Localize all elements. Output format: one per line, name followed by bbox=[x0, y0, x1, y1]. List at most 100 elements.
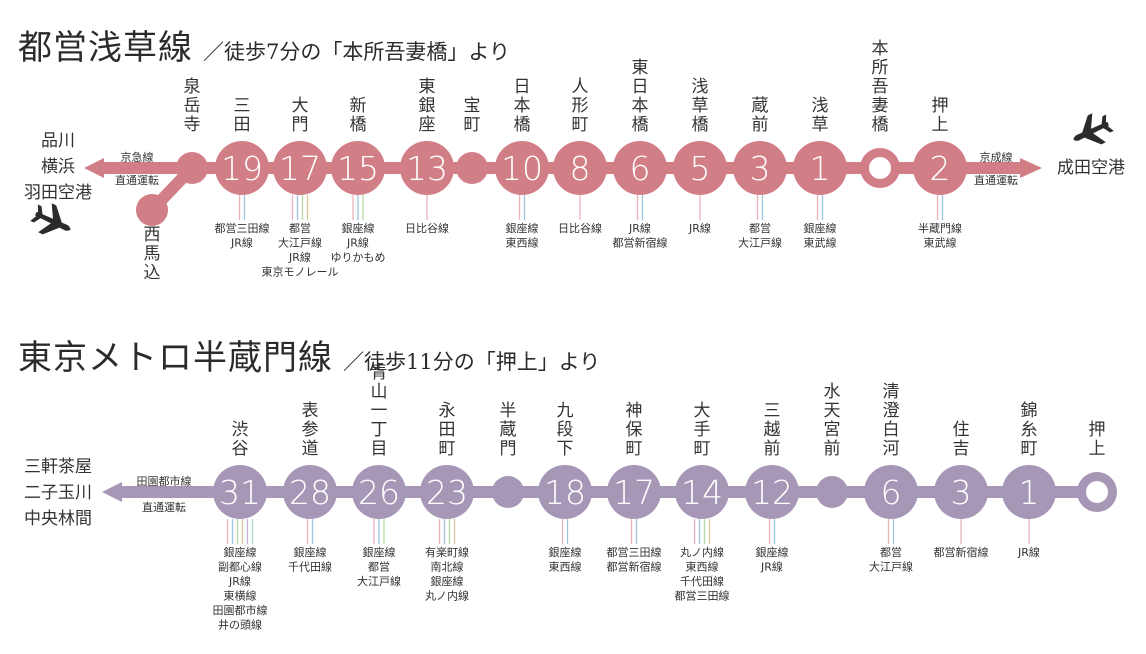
hanzomon-station-name-char: 九 bbox=[557, 401, 574, 421]
asakusa-station-circle bbox=[673, 141, 727, 195]
asakusa-branch-station bbox=[136, 194, 168, 226]
hanzomon-station-name-char: 澄 bbox=[883, 401, 900, 421]
asakusa-station-name-char: 押 bbox=[932, 96, 949, 116]
hanzomon-station-name-char: 前 bbox=[824, 439, 841, 459]
hanzomon-station-name-char: 白 bbox=[883, 420, 900, 440]
asakusa-station-circle bbox=[613, 141, 667, 195]
hanzomon-station-number: 23 bbox=[426, 473, 468, 512]
asakusa-branch-name-char: 西 bbox=[144, 225, 161, 245]
asakusa-left-arrow bbox=[84, 158, 104, 178]
asakusa-station-transfer-label: 東武線 bbox=[924, 236, 957, 250]
hanzomon-station-name-char: 糸 bbox=[1021, 420, 1038, 440]
asakusa-station-name-char: 新 bbox=[350, 96, 367, 116]
asakusa-station-number: 2 bbox=[930, 149, 951, 188]
hanzomon-station-number: 3 bbox=[951, 473, 972, 512]
hanzomon-station-transfer-label: 千代田線 bbox=[680, 574, 724, 588]
hanzomon-left-destination: 中央林間 bbox=[24, 509, 92, 529]
asakusa-station-transfer-label: 日比谷線 bbox=[558, 221, 602, 235]
hanzomon-station-name-char: 上 bbox=[1089, 439, 1106, 459]
asakusa-station-circle bbox=[733, 141, 787, 195]
asakusa-station-transfer-label: 都営三田線 bbox=[215, 221, 270, 235]
hanzomon-station-name-char: 町 bbox=[1021, 439, 1038, 459]
asakusa-station-name-char: 前 bbox=[752, 115, 769, 135]
hanzomon-station-transfer-label: 東横線 bbox=[224, 589, 257, 603]
hanzomon-station-name-char: 前 bbox=[764, 439, 781, 459]
asakusa-station-name-char: 座 bbox=[419, 115, 436, 135]
asakusa-station-dot bbox=[456, 152, 488, 184]
hanzomon-station-transfer-label: 南北線 bbox=[431, 560, 464, 574]
hanzomon-station-name-char: 越 bbox=[764, 420, 781, 440]
asakusa-station-transfer-label: JR線 bbox=[346, 236, 369, 250]
asakusa-station-transfer-label: 東武線 bbox=[804, 236, 837, 250]
asakusa-station-name-char: 浅 bbox=[692, 77, 709, 97]
hanzomon-left-line-label: 田園都市線 bbox=[137, 474, 192, 488]
hanzomon-station-name-char: 谷 bbox=[232, 439, 249, 459]
asakusa-station-number: 10 bbox=[501, 149, 543, 188]
hanzomon-station-ring-center bbox=[1086, 481, 1108, 503]
asakusa-right-destination: 成田空港 bbox=[1057, 158, 1125, 178]
asakusa-station-transfer-label: 銀座線 bbox=[804, 221, 837, 235]
asakusa-station-name-char: 宝 bbox=[464, 96, 481, 116]
hanzomon-station-name-char: 町 bbox=[694, 439, 711, 459]
hanzomon-station-transfer-label: JR線 bbox=[760, 560, 783, 574]
hanzomon-station-name-char: 住 bbox=[953, 420, 970, 440]
hanzomon-station-name-char: 参 bbox=[302, 420, 319, 440]
asakusa-station-circle bbox=[331, 141, 385, 195]
asakusa-station-name-char: 所 bbox=[872, 58, 889, 78]
asakusa-station-name-char: 吾 bbox=[872, 77, 889, 97]
asakusa-station-circle bbox=[913, 141, 967, 195]
asakusa-station-name-char: 草 bbox=[812, 115, 829, 135]
asakusa-station-name-char: 門 bbox=[292, 115, 309, 135]
asakusa-station-number: 6 bbox=[630, 149, 651, 188]
hanzomon-station-number: 28 bbox=[289, 473, 331, 512]
hanzomon-walk-info: ／徒歩11分の「押上」より bbox=[343, 350, 601, 374]
asakusa-station-transfer-label: JR線 bbox=[688, 221, 711, 235]
hanzomon-station-circle bbox=[745, 465, 799, 519]
hanzomon-station-name-char: 表 bbox=[302, 401, 319, 421]
asakusa-station-name-char: 人 bbox=[572, 77, 589, 97]
hanzomon-station-transfer-label: 銀座線 bbox=[363, 545, 396, 559]
airplane-icon bbox=[1073, 113, 1114, 145]
hanzomon-station-transfer-label: 銀座線 bbox=[294, 545, 327, 559]
asakusa-station-name-char: 銀 bbox=[419, 96, 436, 116]
hanzomon-station-number: 6 bbox=[881, 473, 902, 512]
hanzomon-line-title: 東京メトロ半蔵門線 bbox=[18, 338, 333, 378]
asakusa-station-number: 19 bbox=[221, 149, 263, 188]
hanzomon-station-name-char: 目 bbox=[371, 439, 388, 459]
hanzomon-station-circle bbox=[420, 465, 474, 519]
asakusa-station-name-char: 橋 bbox=[872, 115, 889, 135]
hanzomon-left-arrow bbox=[102, 482, 122, 502]
hanzomon-station-circle bbox=[934, 465, 988, 519]
asakusa-station-name-char: 岳 bbox=[184, 96, 201, 116]
asakusa-left-line-label: 京急線 bbox=[121, 150, 154, 164]
asakusa-station-transfer-label: 大江戸線 bbox=[278, 236, 322, 250]
hanzomon-station-name-char: 押 bbox=[1089, 420, 1106, 440]
asakusa-station-transfer-label: ゆりかもめ bbox=[331, 251, 386, 264]
hanzomon-station-name-char: 保 bbox=[626, 420, 643, 440]
asakusa-station-name-char: 橋 bbox=[350, 115, 367, 135]
asakusa-station-name-char: 上 bbox=[932, 115, 949, 135]
asakusa-station-name-char: 寺 bbox=[184, 115, 201, 135]
asakusa-station-name-char: 三 bbox=[234, 96, 251, 116]
asakusa-station-transfer-label: 都営新宿線 bbox=[613, 236, 668, 250]
asakusa-station-circle bbox=[215, 141, 269, 195]
hanzomon-station-name-char: 神 bbox=[626, 401, 643, 421]
hanzomon-station-transfer-label: 千代田線 bbox=[288, 560, 332, 574]
asakusa-station-transfer-label: 東京モノレール bbox=[262, 265, 339, 279]
asakusa-station-name-char: 橋 bbox=[692, 115, 709, 135]
asakusa-station-name-char: 草 bbox=[692, 96, 709, 116]
asakusa-right-through-label: 直通運転 bbox=[974, 173, 1018, 187]
hanzomon-station-circle bbox=[1002, 465, 1056, 519]
asakusa-branch-name-char: 馬 bbox=[144, 244, 161, 264]
hanzomon-station-dot bbox=[492, 476, 524, 508]
asakusa-station-name-char: 本 bbox=[514, 96, 531, 116]
hanzomon-station-transfer-label: 都営新宿線 bbox=[607, 560, 662, 574]
asakusa-station-ring-center bbox=[869, 157, 891, 179]
asakusa-station-name-char: 日 bbox=[632, 77, 649, 97]
hanzomon-station-name-char: 天 bbox=[824, 401, 841, 421]
asakusa-station-transfer-label: 銀座線 bbox=[506, 221, 539, 235]
hanzomon-station-name-char: 町 bbox=[439, 439, 456, 459]
asakusa-station-name-char: 本 bbox=[872, 39, 889, 59]
hanzomon-station-name-char: 永 bbox=[439, 401, 456, 421]
